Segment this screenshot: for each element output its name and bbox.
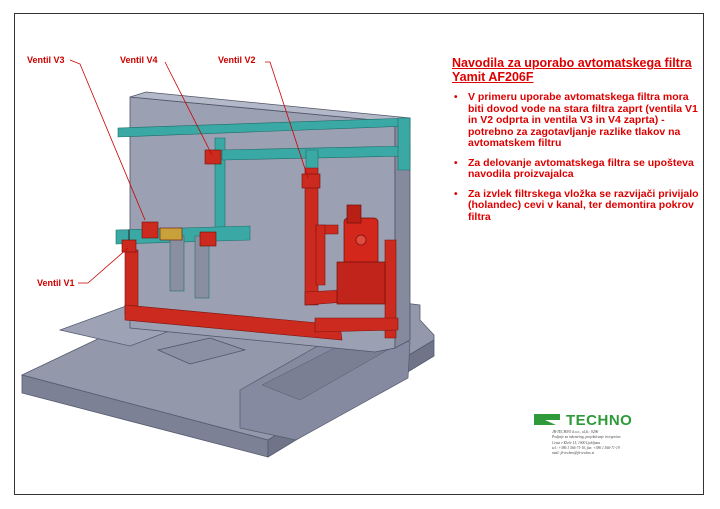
red-pipes [124,167,399,341]
label-ventil-v3: Ventil V3 [27,55,65,65]
pit-cover [156,337,247,365]
drawing-frame [14,13,704,495]
instruction-item: • V primeru uporabe avtomatskega filtra m… [452,91,702,150]
instruction-item: • Za izvlek filtrskega vložka se razvijač… [452,187,702,224]
leader-lines [69,59,309,284]
bullet-icon: • [454,92,458,103]
valve-v2 [301,173,321,189]
logo-mark [534,414,560,425]
address-line: JB-TECHNO d.o.o., ul.št.: 9296 [552,430,599,434]
address-line: Cesta v Kleče 15, 1000 Ljubljana [552,440,601,445]
instruction-text: Za izvlek filtrskega vložka se razvijači… [468,187,699,223]
label-ventil-v4: Ventil V4 [120,55,158,65]
instruction-list: • V primeru uporabe avtomatskega filtra m… [452,91,702,231]
page-title: Navodila za uporabo avtomatskega filtra … [452,56,692,84]
teal-pipes [115,117,411,299]
address-line: Podjetje za inženiring, projektiranje in… [552,435,621,440]
valve-v1 [121,230,137,253]
label-ventil-v1: Ventil V1 [37,278,75,288]
bullet-icon: • [454,188,458,200]
logo-name: TECHNO [566,412,633,429]
instruction-text: V primeru uporabe avtomatskega filtra mo… [468,91,698,149]
bullet-icon: • [454,157,458,169]
valve-v4 [199,149,222,247]
company-address: JB-TECHNO d.o.o., ul.št.: 9296 Podjetje … [552,430,702,456]
address-line: tel.: +386 1 566-71-10, fax: +386 1 566-… [552,445,620,450]
instruction-text: Za delovanje avtomatskega filtra se upoš… [468,156,694,180]
address-line: mail: jb-techno@jb-techno.si [552,451,595,456]
instruction-item: • Za delovanje avtomatskega filtra se upo… [452,156,702,181]
valve-v3 [141,221,183,241]
label-ventil-v2: Ventil V2 [218,55,256,65]
automatic-filter [336,204,386,305]
